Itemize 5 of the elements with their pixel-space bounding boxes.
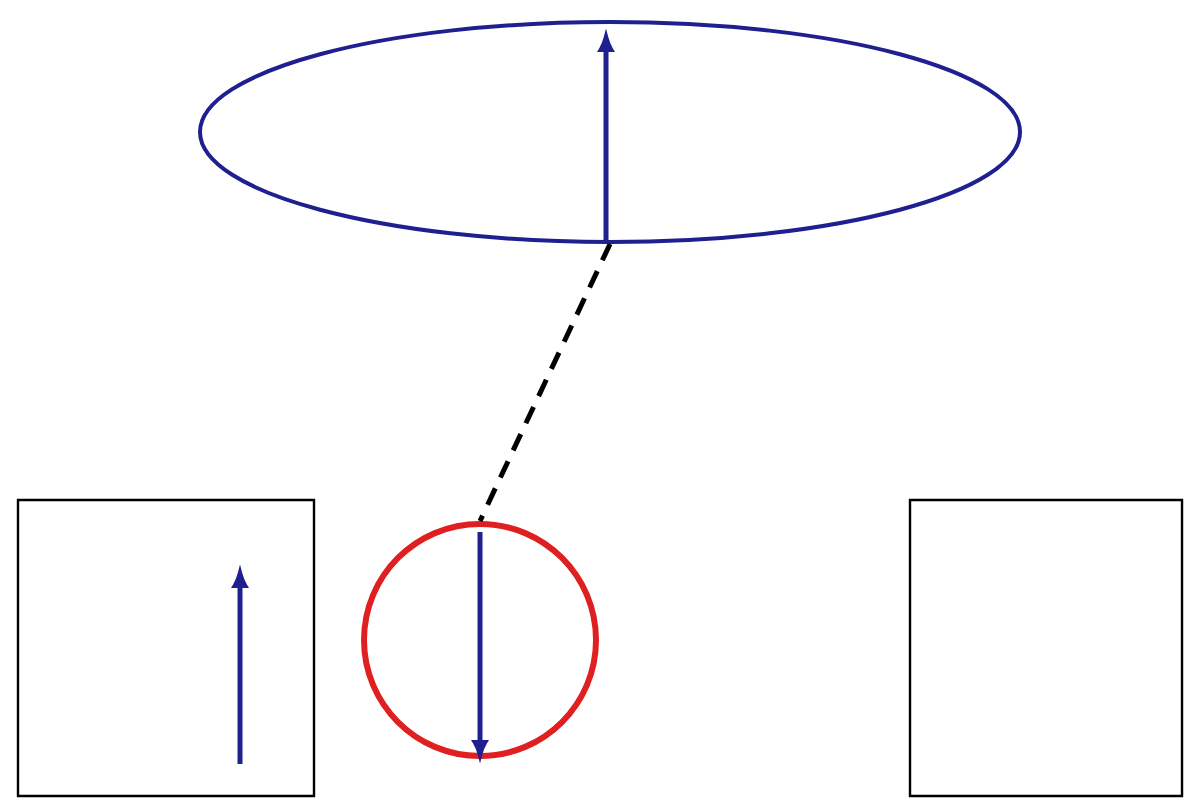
ring-circle <box>361 521 599 759</box>
orbit-ellipse <box>198 20 1022 244</box>
block-box <box>16 498 316 798</box>
connector-line <box>477 242 613 523</box>
block-box <box>908 498 1184 798</box>
